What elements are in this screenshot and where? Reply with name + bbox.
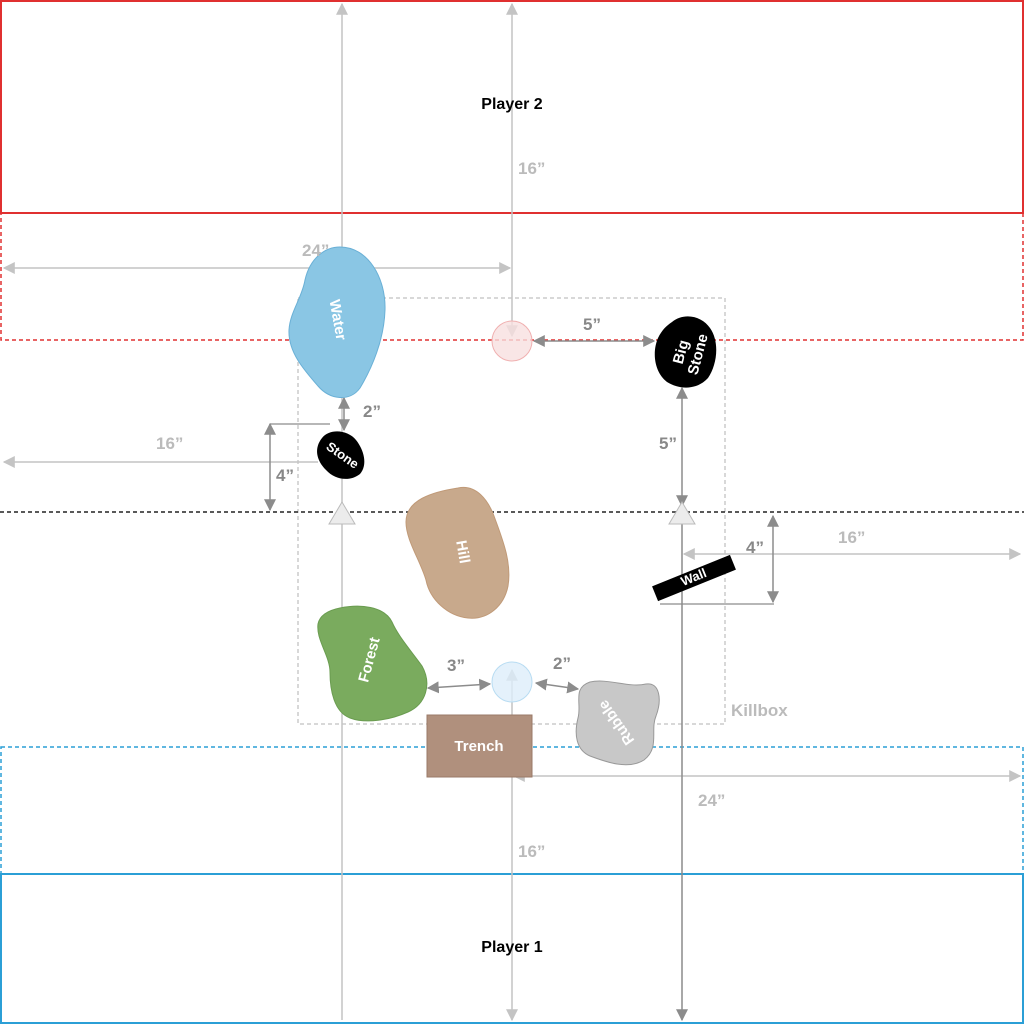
killbox-label: Killbox — [731, 701, 788, 720]
wall-center-label: 4” — [746, 538, 764, 557]
wall-edge-label: 16” — [838, 528, 865, 547]
p1-depth-label: 16” — [518, 842, 545, 861]
measure-line-forest-objective — [426, 678, 492, 694]
objective-marker-bottom — [491, 661, 533, 703]
stone-edge-label: 16” — [156, 434, 183, 453]
forest-objective-label: 3” — [447, 656, 465, 675]
measure-line-objective-rubble — [534, 678, 580, 694]
water-label: Water — [326, 298, 350, 342]
objective-big-stone-label: 5” — [583, 315, 601, 334]
terrain-stone: Stone — [317, 431, 365, 479]
stone-center-label: 4” — [276, 466, 294, 485]
terrain-trench: Trench — [426, 714, 533, 778]
trench-label: Trench — [454, 738, 503, 755]
p2-width-label: 24” — [302, 241, 329, 260]
player1-label: Player 1 — [481, 939, 542, 956]
terrain-water: Water — [288, 246, 386, 398]
terrain-forest: Forest — [317, 605, 428, 722]
player2-label: Player 2 — [481, 96, 542, 113]
hill-label: Hill — [452, 539, 473, 565]
terrain-hill: Hill — [405, 486, 510, 619]
deployment-marker-left — [328, 501, 356, 525]
terrain-rubble: Rubble — [575, 680, 660, 766]
p1-width-label: 24” — [698, 791, 725, 810]
objective-marker-top — [491, 320, 533, 362]
big-stone-label-line1: Big — [670, 338, 693, 366]
water-stone-label: 2” — [363, 402, 381, 421]
big-stone-center-label: 5” — [659, 434, 677, 453]
deployment-marker-right — [668, 501, 696, 525]
terrain-big-stone: Big Stone — [654, 316, 717, 388]
objective-rubble-label: 2” — [553, 654, 571, 673]
terrain-wall: Wall — [652, 554, 736, 602]
p2-depth-label: 16” — [518, 159, 545, 178]
